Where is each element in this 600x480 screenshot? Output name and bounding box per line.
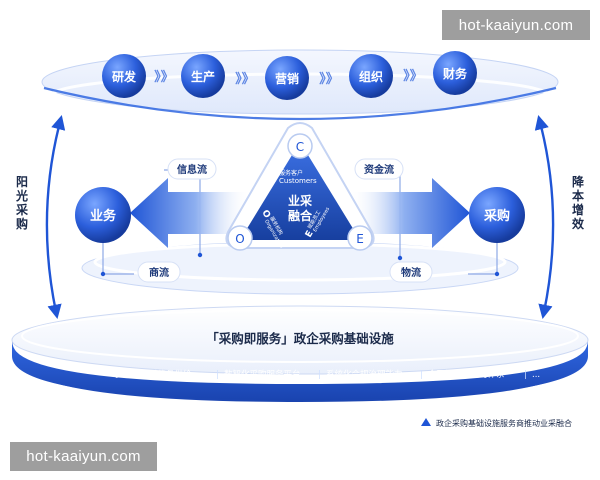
- platform-item: 系统化合规治理能力: [326, 369, 403, 380]
- chevron-icon: 》》: [319, 71, 339, 87]
- caption-text: 政企采购基础设施服务商推动业采融合: [436, 418, 572, 428]
- tag-logistics-flow: 物流: [389, 261, 433, 283]
- platform-separator: |: [420, 370, 423, 380]
- right-side-label: 降 本 增 效: [572, 174, 585, 231]
- chevron-icon: 》》: [235, 71, 255, 87]
- node-label: 业务: [90, 208, 117, 224]
- o-caption-letter: O: [259, 209, 272, 221]
- side-label-char: 本: [572, 188, 584, 203]
- corner-letter-c: C: [296, 140, 304, 154]
- right-big-arrow-icon: [350, 178, 470, 248]
- connector-dot: [494, 271, 500, 277]
- tag-capital-flow: 资金流: [354, 158, 404, 180]
- tag-info-flow: 信息流: [167, 158, 217, 180]
- platform-separator: |: [216, 370, 219, 380]
- e-caption-letter: E: [304, 229, 316, 239]
- chevron-icon: 》》: [403, 68, 423, 84]
- left-side-label: 阳 光 采 购: [15, 174, 28, 231]
- side-label-char: 效: [572, 216, 585, 231]
- top-step-label: 组织: [359, 69, 383, 84]
- platform-title: 「采购即服务」政企采购基础设施: [206, 331, 394, 346]
- center-label-line: 融合: [288, 208, 313, 223]
- node-procurement: 采购: [469, 187, 525, 243]
- watermark-bottom: hot-kaaiyun.com: [10, 442, 157, 471]
- top-step-label: 营销: [275, 71, 299, 86]
- connector-dot: [100, 271, 106, 277]
- tag-commerce-flow: 商流: [137, 261, 181, 283]
- node-label: 采购: [483, 208, 510, 224]
- side-label-char: 光: [15, 188, 28, 203]
- coe-triangle: C O E C 服务客户 Customers 业采 融合 O 服务机构 Orga…: [225, 122, 375, 251]
- c-caption-en: Customers: [279, 177, 317, 185]
- c-caption-letter: C: [268, 171, 277, 185]
- tag-label: 物流: [401, 266, 421, 279]
- platform-item: 数智化采购服务平台: [224, 369, 301, 380]
- top-step-label: 研发: [112, 69, 137, 84]
- top-step-caiwu: 财务: [433, 51, 477, 95]
- platform-item: 多元化优质优品供给: [115, 369, 192, 380]
- c-caption-cn: 服务客户: [279, 169, 303, 177]
- figure-caption: 政企采购基础设施服务商推动业采融合: [421, 418, 572, 428]
- top-step-yingxiao: 营销: [265, 56, 309, 100]
- connector-dot: [197, 252, 203, 258]
- corner-letter-e: E: [356, 232, 364, 246]
- right-double-arrow-icon: [534, 115, 555, 320]
- top-step-shengchan: 生产: [181, 54, 225, 98]
- center-label-line: 业采: [288, 193, 312, 208]
- corner-letter-o: O: [235, 232, 244, 246]
- chevron-icon: 》》: [154, 69, 174, 85]
- side-label-char: 购: [16, 216, 28, 231]
- watermark-top: hot-kaaiyun.com: [442, 10, 590, 40]
- tag-label: 信息流: [177, 163, 207, 176]
- tag-label: 资金流: [364, 163, 394, 176]
- top-step-label: 财务: [442, 66, 468, 81]
- platform-items: 多元化优质优品供给 | 数智化采购服务平台 | 系统化合规治理能力 | 全国性物…: [115, 369, 540, 380]
- left-big-arrow-icon: [130, 178, 250, 248]
- tag-label: 商流: [149, 266, 169, 279]
- platform-separator: |: [318, 370, 321, 380]
- top-step-yanfa: 研发: [102, 54, 146, 98]
- left-double-arrow-icon: [45, 115, 66, 320]
- platform-item: ...: [532, 370, 540, 380]
- side-label-char: 降: [572, 174, 585, 189]
- node-business: 业务: [75, 187, 131, 243]
- platform-separator: |: [524, 370, 527, 380]
- side-label-char: 增: [572, 202, 584, 217]
- top-step-label: 生产: [191, 69, 215, 84]
- side-label-char: 采: [15, 202, 28, 217]
- side-label-char: 阳: [16, 174, 28, 189]
- triangle-bullet-icon: [421, 418, 431, 426]
- platform-item: 全国性物流履约体系: [428, 369, 505, 380]
- base-platform: [11, 305, 589, 402]
- connector-dot: [397, 255, 403, 261]
- top-step-zuzhi: 组织: [349, 54, 393, 98]
